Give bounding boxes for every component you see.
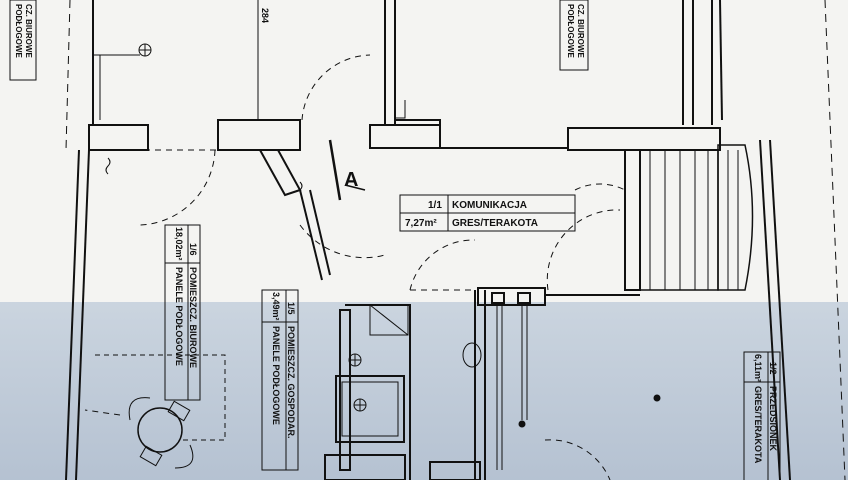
svg-text:PODŁOGOWE: PODŁOGOWE — [14, 4, 23, 58]
svg-text:18,02m²: 18,02m² — [174, 227, 184, 261]
svg-text:1/6: 1/6 — [188, 243, 198, 256]
svg-text:1/1: 1/1 — [428, 200, 442, 211]
label-top-left: CZ. BIUROWE PODŁOGOWE — [9, 0, 37, 81]
fixtures — [105, 43, 661, 428]
doors — [84, 54, 626, 480]
svg-text:7,27m²: 7,27m² — [405, 218, 437, 229]
svg-text:POMIESZCZ. GOSPODAR.: POMIESZCZ. GOSPODAR. — [286, 326, 296, 439]
label-room-1-5: 1/5 POMIESZCZ. GOSPODAR. 3,49m² PANELE P… — [261, 289, 299, 471]
label-room-1-2: 1/2 PRZEDSIONEK 6,11m² GRES/TERAKOTA — [743, 351, 781, 480]
svg-text:PANELE PODŁOGOWE: PANELE PODŁOGOWE — [271, 326, 281, 425]
label-top-right: CZ. BIUROWE PODŁOGOWE — [559, 0, 589, 71]
svg-text:6,11m²: 6,11m² — [753, 354, 763, 382]
svg-text:POMIESZCZ. BIUROWE: POMIESZCZ. BIUROWE — [188, 267, 198, 368]
scan-wash — [0, 302, 848, 480]
svg-text:1/5: 1/5 — [286, 302, 296, 315]
svg-text:GRES/TERAKOTA: GRES/TERAKOTA — [452, 218, 538, 229]
svg-text:1/2: 1/2 — [768, 362, 778, 375]
section-label: A — [344, 169, 358, 191]
svg-text:PANELE PODŁOGOWE: PANELE PODŁOGOWE — [174, 267, 184, 366]
svg-text:GRES/TERAKOTA: GRES/TERAKOTA — [753, 386, 763, 464]
walls — [65, 0, 846, 480]
svg-text:KOMUNIKACJA: KOMUNIKACJA — [452, 200, 527, 211]
svg-text:CZ. BIUROWE: CZ. BIUROWE — [576, 4, 585, 58]
svg-text:PRZEDSIONEK: PRZEDSIONEK — [768, 386, 778, 452]
label-room-1-1: 1/1 KOMUNIKACJA 7,27m² GRES/TERAKOTA — [399, 194, 576, 232]
dimension-label: 284 — [260, 8, 270, 23]
section-marker: A — [328, 139, 366, 201]
label-room-1-6: 1/6 POMIESZCZ. BIUROWE 18,02m² PANELE PO… — [164, 224, 201, 401]
svg-text:CZ. BIUROWE: CZ. BIUROWE — [24, 4, 33, 58]
svg-text:PODŁOGOWE: PODŁOGOWE — [566, 4, 575, 58]
svg-text:3,49m²: 3,49m² — [271, 292, 281, 321]
